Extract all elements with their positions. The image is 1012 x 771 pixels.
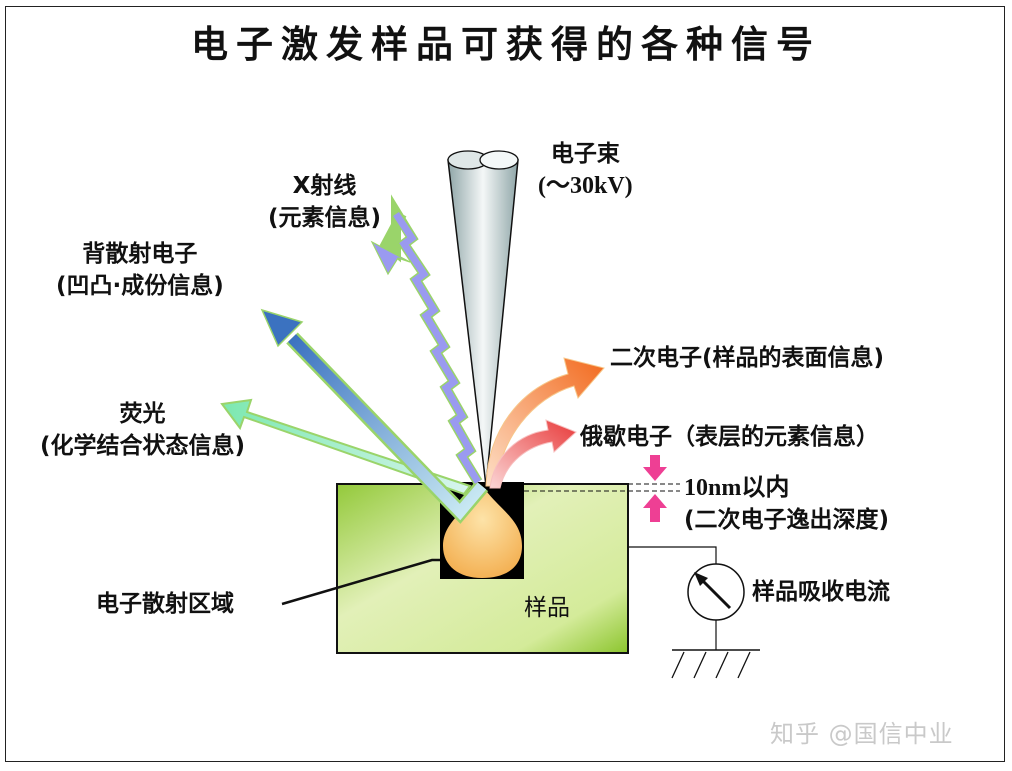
secondary-electron-label: 二次电子(样品的表面信息): [610, 345, 885, 371]
backscatter-arrow: [260, 308, 489, 524]
diagram-title: 电子激发样品可获得的各种信号: [191, 22, 821, 66]
ammeter-circuit: [628, 546, 760, 679]
absorbed-current-label: 样品吸收电流: [752, 579, 890, 605]
backscatter-label: 背散射电子 (凹凸·成份信息): [56, 241, 224, 299]
scatter-region-leader: [281, 558, 440, 606]
electron-beam-label: 电子束 (～30kV): [538, 141, 633, 199]
auger-electron-arrow: [489, 419, 577, 489]
watermark: 知乎 @国信中业: [770, 720, 954, 748]
depth-label: 10nm以内 (二次电子逸出深度): [684, 475, 890, 533]
sample-label: 样品: [524, 595, 570, 621]
auger-electron-label: 俄歇电子（表层的元素信息）: [580, 424, 879, 450]
depth-arrows: [643, 455, 667, 522]
xray-arrow: [370, 194, 483, 485]
xray-label: X射线 (元素信息): [268, 173, 382, 231]
fluorescence-label: 荧光 (化学结合状态信息): [40, 401, 246, 459]
scatter-region-label: 电子散射区域: [96, 591, 234, 617]
